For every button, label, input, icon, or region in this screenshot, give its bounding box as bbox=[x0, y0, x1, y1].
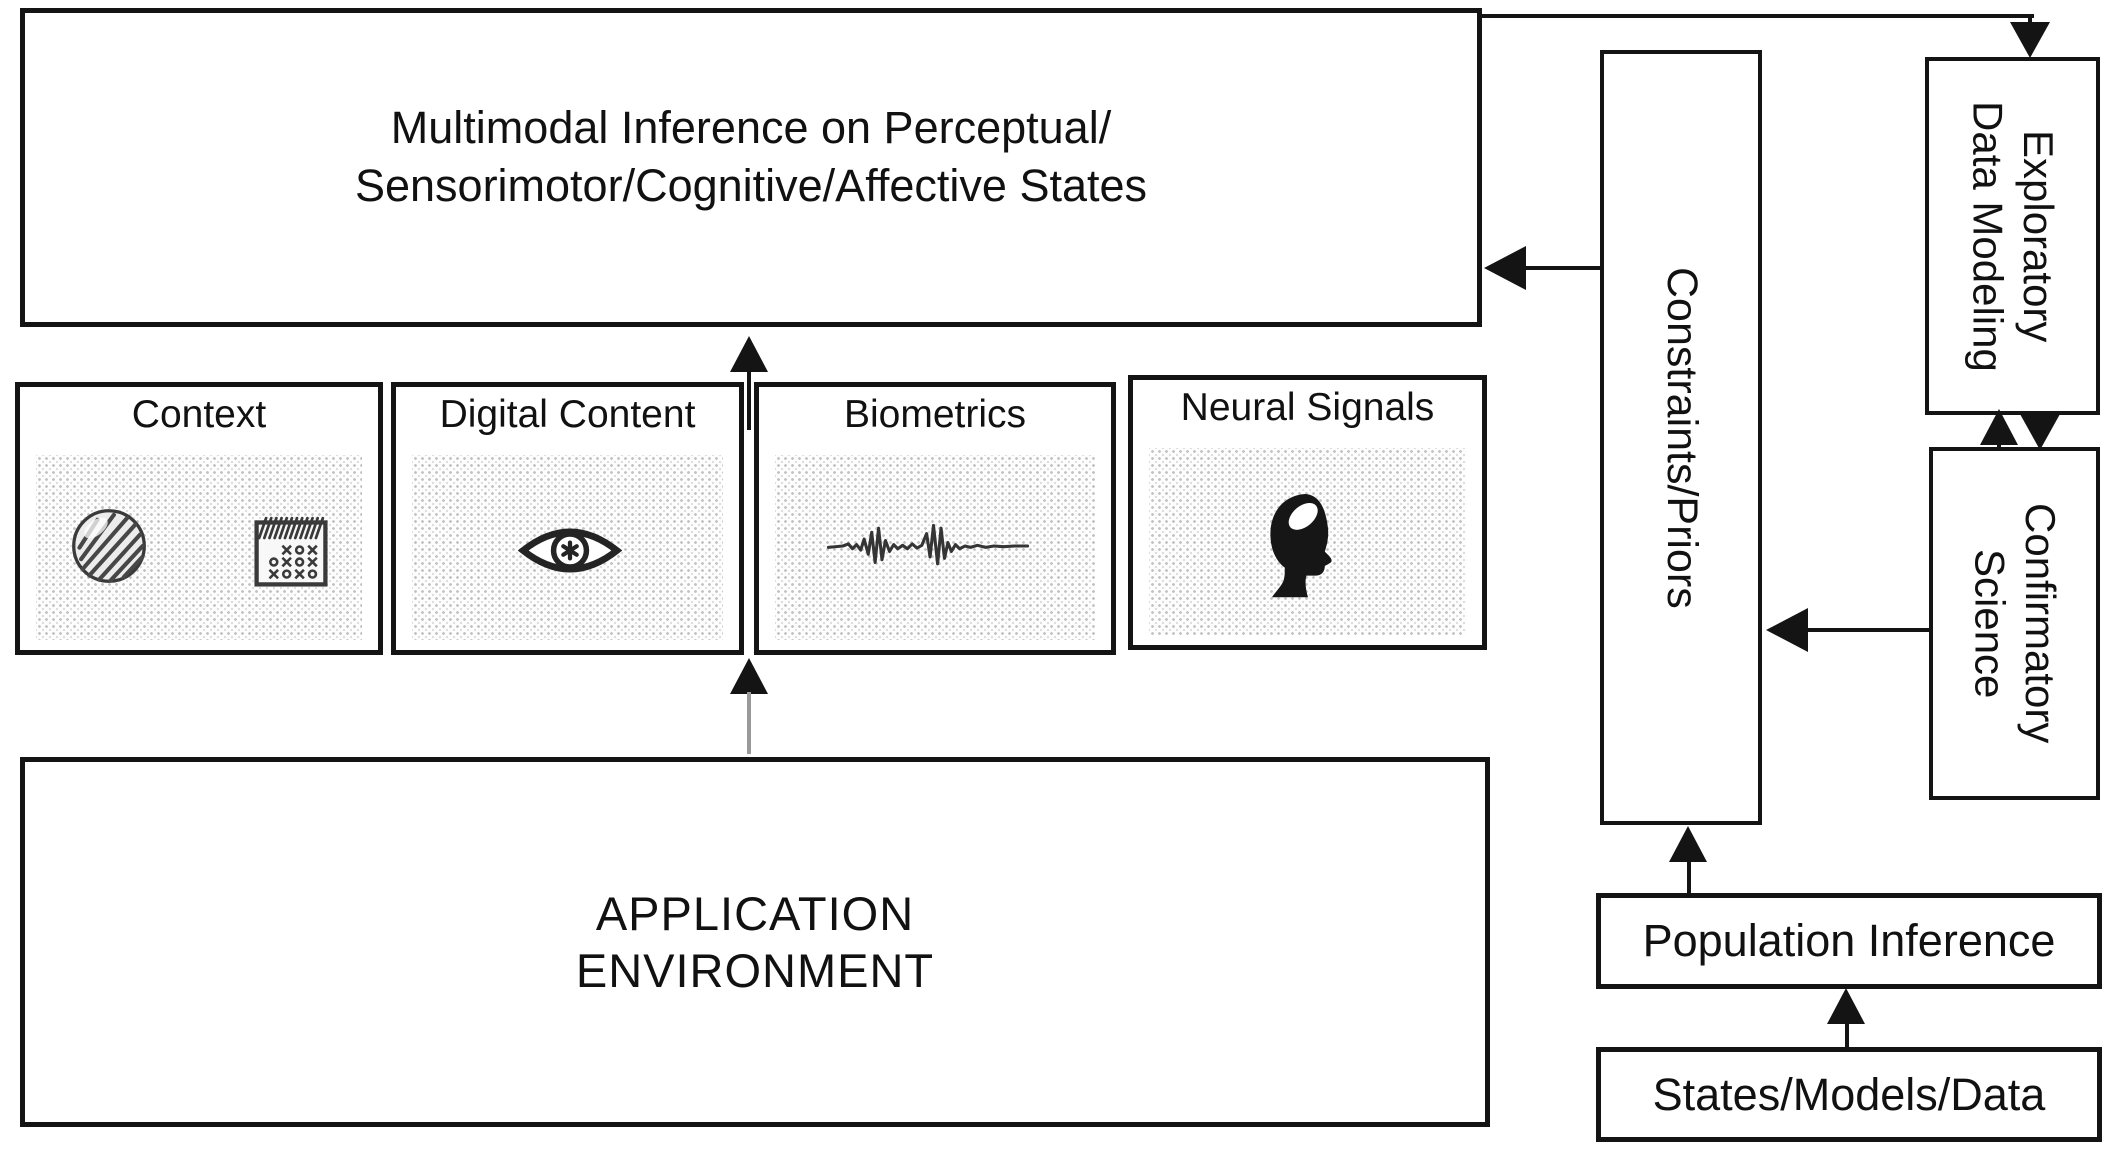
application-line1: APPLICATION bbox=[595, 886, 915, 940]
application-line2: ENVIRONMENT bbox=[575, 944, 935, 997]
digital-content-label: Digital Content bbox=[439, 393, 696, 436]
exploratory-data-modeling-box: Exploratory Data Modeling bbox=[1925, 57, 2100, 415]
application-environment-box: APPLICATION ENVIRONMENT bbox=[20, 757, 1490, 1127]
arrowhead-up-icon bbox=[730, 658, 768, 694]
arrowhead-left-icon bbox=[1484, 246, 1526, 290]
states-models-data-box: States/Models/Data bbox=[1596, 1047, 2102, 1142]
arrowhead-down-icon bbox=[2010, 22, 2050, 58]
digital-content-box: Digital Content bbox=[391, 382, 744, 655]
arrowhead-left-icon bbox=[1766, 608, 1808, 652]
constraints-priors-label: Constraints/Priors bbox=[1657, 266, 1706, 609]
population-inference-label: Population Inference bbox=[1642, 915, 2056, 966]
context-label: Context bbox=[131, 393, 267, 436]
neural-signals-label: Neural Signals bbox=[1180, 386, 1435, 429]
context-box: Context bbox=[15, 382, 383, 655]
biometrics-label: Biometrics bbox=[843, 393, 1027, 436]
constraints-priors-box: Constraints/Priors bbox=[1600, 50, 1762, 825]
biometrics-box: Biometrics bbox=[754, 382, 1116, 655]
arrowhead-down-icon bbox=[2020, 414, 2060, 450]
head-brain-icon bbox=[1270, 494, 1332, 598]
multimodal-inference-box: Multimodal Inference on Perceptual/ Sens… bbox=[20, 8, 1482, 327]
calendar-icon bbox=[254, 516, 328, 587]
confirmatory-line2: Science bbox=[1966, 548, 2014, 699]
neural-signals-box: Neural Signals bbox=[1128, 375, 1487, 650]
globe-icon bbox=[72, 509, 146, 583]
eye-icon bbox=[518, 528, 622, 573]
exploratory-line1: Exploratory bbox=[2014, 129, 2062, 343]
states-models-data-label: States/Models/Data bbox=[1652, 1068, 2046, 1120]
exploratory-line2: Data Modeling bbox=[1964, 100, 2012, 372]
confirmatory-line1: Confirmatory bbox=[2016, 503, 2064, 744]
multimodal-inference-line2: Sensorimotor/Cognitive/Affective States bbox=[354, 159, 1148, 211]
confirmatory-science-box: Confirmatory Science bbox=[1929, 447, 2100, 800]
multimodal-inference-line1: Multimodal Inference on Perceptual/ bbox=[390, 102, 1112, 153]
population-inference-box: Population Inference bbox=[1596, 893, 2102, 989]
ecg-waveform-icon bbox=[826, 523, 1030, 566]
